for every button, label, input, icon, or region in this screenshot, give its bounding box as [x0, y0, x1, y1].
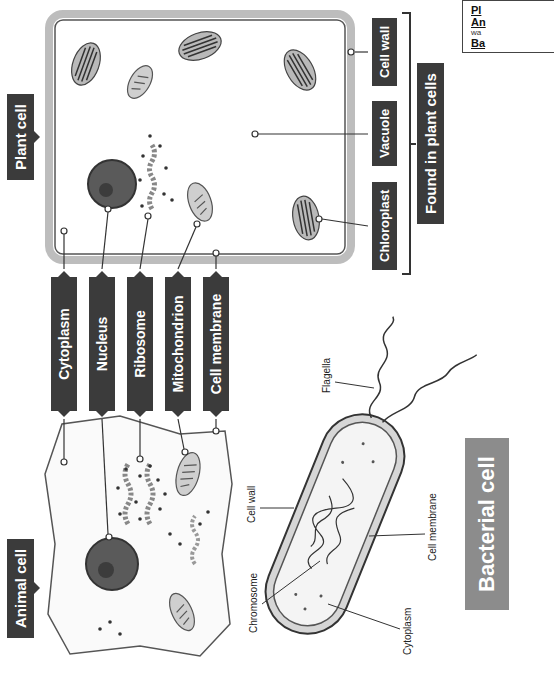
- plant-part-box: Vacuole: [372, 101, 397, 166]
- box-text: Ba: [471, 37, 554, 49]
- plant-cell-drawing: [49, 14, 351, 260]
- cell-title-box: Bacterial cell: [465, 438, 509, 610]
- part-label-box: Ribosome: [127, 277, 153, 411]
- box-text: Cell wall: [377, 26, 392, 78]
- part-label: Cell wall: [246, 485, 257, 524]
- box-text: Bacterial cell: [474, 456, 500, 592]
- part-label-box: Cytoplasm: [51, 277, 77, 411]
- box-text: Found in plant cells: [422, 73, 439, 214]
- part-label: Flagella: [321, 357, 332, 394]
- box-text: wa: [471, 28, 554, 37]
- part-label-box: Mitochondrion: [165, 277, 191, 411]
- box-text: Plant cell: [12, 104, 29, 170]
- box-text: Mitochondrion: [170, 285, 186, 403]
- part-label: Cytoplasm: [402, 607, 413, 656]
- box-text: Chloroplast: [377, 190, 392, 262]
- animal-cell-drawing: [45, 416, 232, 656]
- box-text: Pl: [471, 4, 554, 16]
- box-text: Cell membrane: [208, 285, 224, 403]
- part-label-box: Cell membrane: [203, 277, 229, 411]
- plant-part-box: Cell wall: [372, 18, 397, 86]
- group-caption-box: Found in plant cells: [417, 63, 444, 224]
- cell-title: Animal cell: [7, 539, 34, 638]
- part-label-box: Nucleus: [89, 277, 115, 411]
- box-text: Nucleus: [94, 285, 110, 403]
- cropped-key-box: PlAnwaBa: [462, 0, 554, 53]
- box-text: Ribosome: [132, 285, 148, 403]
- part-label: Chromosome: [248, 572, 259, 634]
- plant-bracket: [402, 13, 416, 274]
- box-text: Animal cell: [12, 549, 29, 628]
- plant-part-box: Chloroplast: [372, 182, 397, 270]
- cell-title: Plant cell: [7, 94, 34, 180]
- box-text: An: [471, 16, 554, 28]
- bacterial-cell-drawing: [253, 310, 478, 656]
- part-label: Cell membrane: [427, 492, 438, 562]
- box-text: Cytoplasm: [56, 285, 72, 403]
- bacterial-leaders: [260, 382, 425, 629]
- box-text: Vacuole: [377, 109, 392, 158]
